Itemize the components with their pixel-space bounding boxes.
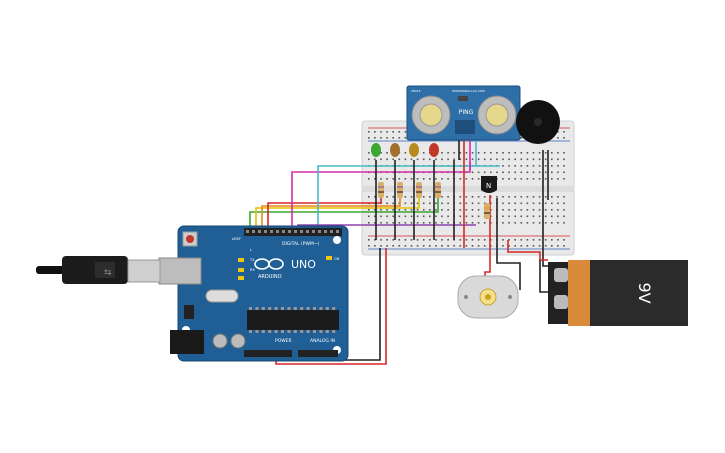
analog-label: ANALOG IN: [310, 338, 335, 344]
sensor-url: WWW.PARALLAX.COM: [452, 89, 485, 93]
piezo-buzzer: [516, 100, 560, 144]
wire-cyan: [317, 165, 500, 232]
aref-label: AREF: [232, 237, 241, 241]
on-label: ON: [334, 257, 340, 261]
led-yellow: [409, 143, 419, 157]
l-label: L: [250, 248, 252, 252]
resistor-1: [378, 182, 384, 198]
resistors: [378, 182, 490, 219]
arduino-uno-board: UNO ARDUINO DIGITAL (PWM~) POWER ANALOG …: [158, 225, 349, 362]
ping-ultrasonic-sensor: PING WWW.PARALLAX.COM 28015: [406, 85, 521, 141]
brand-label: ARDUINO: [258, 274, 282, 280]
rx-label: RX: [250, 268, 255, 272]
resistor-2: [397, 182, 403, 198]
reset-button[interactable]: [186, 235, 194, 243]
power-header: [244, 350, 292, 357]
analog-header: [298, 350, 338, 357]
sensor-name: PING: [459, 109, 474, 116]
resistor-3: [416, 182, 422, 198]
digital-header: [244, 228, 342, 236]
led-brown: [390, 143, 400, 157]
wire-motor-black: [496, 198, 521, 290]
resistor-5: [484, 203, 490, 219]
sensor-model: 28015: [411, 89, 421, 93]
digital-label: DIGITAL (PWM~): [282, 241, 320, 247]
tx-label: TX: [249, 258, 255, 262]
leds: [371, 143, 439, 157]
wire-yellow: [255, 190, 420, 232]
led-green: [371, 143, 381, 157]
power-jack: [170, 330, 204, 354]
battery-label: 9V: [635, 282, 654, 303]
atmega-chip: [247, 310, 339, 330]
svg-text:N: N: [486, 182, 491, 190]
wire-green: [249, 190, 439, 232]
usb-port: [158, 257, 202, 285]
npn-transistor: N: [481, 176, 497, 193]
arduino-logo-right: [268, 258, 284, 270]
power-label: POWER: [275, 338, 292, 344]
dc-motor: [457, 275, 519, 319]
resistor-4: [435, 182, 441, 198]
usb-cable: ⇆: [36, 256, 161, 284]
battery-9v: 9V: [548, 260, 688, 326]
usb-icon: ⇆: [104, 268, 112, 278]
board-model-label: UNO: [291, 258, 316, 271]
led-red: [429, 143, 439, 157]
